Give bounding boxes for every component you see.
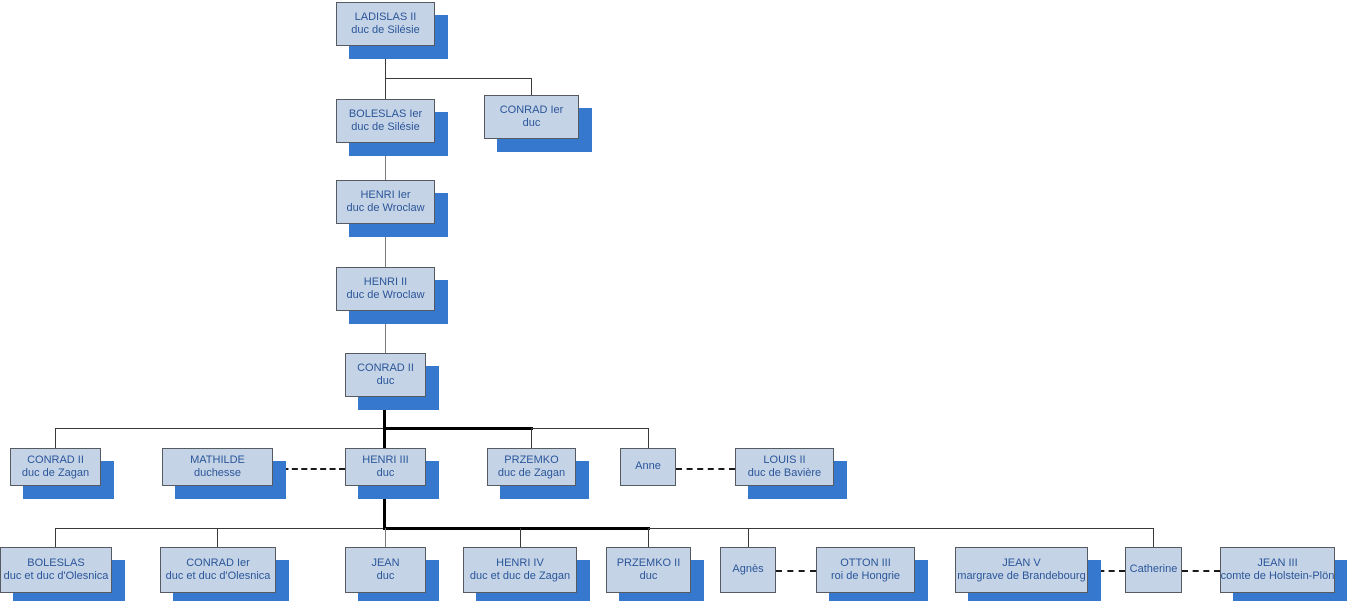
- node-subtitle: duchesse: [193, 467, 242, 479]
- node-subtitle: duc: [639, 570, 658, 582]
- connector-boleslas-ol-drop: [55, 528, 56, 547]
- marriage-link-agnes-otton3: [776, 570, 816, 572]
- node-subtitle: roi de Hongrie: [830, 570, 901, 582]
- connector-henri1-henri2: [385, 224, 386, 267]
- node-title: PRZEMKO II: [616, 556, 681, 569]
- connector-jean-duc-drop: [385, 528, 386, 547]
- connector-agnes-drop: [748, 528, 749, 547]
- connector-ladislas2-bar: [385, 78, 532, 79]
- connector-row3-bar-right: [531, 428, 649, 429]
- connector-henri2-conrad2: [385, 311, 386, 353]
- node-title: CONRAD II: [27, 453, 84, 466]
- node-title: Anne: [635, 460, 661, 473]
- node-title: JEAN: [371, 556, 400, 569]
- node-title: JEAN V: [1002, 556, 1041, 569]
- node-subtitle: margrave de Brandebourg: [957, 570, 1086, 582]
- node-title: OTTON III: [840, 556, 891, 569]
- node-title: JEAN III: [1257, 556, 1298, 569]
- connector-henri4-drop: [520, 528, 521, 547]
- node-subtitle: duc de Wroclaw: [346, 202, 425, 214]
- node-title: HENRI III: [362, 453, 409, 466]
- connector-row3-bar-left: [55, 428, 386, 429]
- connector-przemko-drop: [531, 428, 532, 448]
- node-title: BOLESLAS: [27, 556, 85, 569]
- connector-boleslas1-drop: [385, 78, 386, 99]
- node-title: HENRI II: [363, 275, 408, 288]
- node-title: HENRI Ier: [360, 188, 411, 201]
- node-subtitle: duc de Zagan: [497, 467, 566, 479]
- node-title: CONRAD Ier: [499, 103, 564, 116]
- node-title: HENRI IV: [496, 556, 544, 569]
- node-title: Catherine: [1129, 563, 1178, 576]
- node-subtitle: duc de Bavière: [747, 467, 822, 479]
- node-subtitle: duc de Silésie: [351, 121, 420, 133]
- node-title: Agnès: [732, 563, 764, 576]
- node-subtitle: duc de Zagan: [21, 467, 90, 479]
- connector-conrad1-drop: [531, 78, 532, 95]
- node-subtitle: duc et duc de Zagan: [469, 570, 571, 582]
- connector-henri3-spine: [383, 486, 386, 528]
- node-subtitle: comte de Holstein-Plön: [1220, 570, 1335, 582]
- node-subtitle: duc et duc d'Olesnica: [3, 570, 109, 582]
- node-title: CONRAD Ier: [186, 556, 250, 569]
- node-title: PRZEMKO: [504, 453, 559, 466]
- marriage-link-anne-louis2: [676, 468, 735, 470]
- node-subtitle: duc: [522, 117, 541, 129]
- connector-przemko2-drop: [648, 528, 649, 547]
- marriage-link-jean5-catherine: [1088, 570, 1125, 572]
- node-subtitle: duc et duc d'Olesnica: [165, 570, 271, 582]
- node-subtitle: duc: [376, 570, 395, 582]
- marriage-link-catherine-jean3: [1182, 570, 1220, 572]
- node-title: BOLESLAS Ier: [348, 107, 423, 120]
- connector-conrad1-ol-drop: [217, 528, 218, 547]
- node-agnes[interactable]: Agnès: [720, 547, 776, 593]
- node-anne[interactable]: Anne: [620, 448, 676, 486]
- connector-conrad2-spine: [383, 397, 386, 429]
- connector-catherine-drop: [1153, 528, 1154, 547]
- node-title: MATHILDE: [190, 453, 245, 466]
- connector-row4-bar-left: [55, 528, 386, 529]
- node-subtitle: duc: [376, 467, 395, 479]
- node-subtitle: duc de Silésie: [351, 24, 420, 36]
- connector-row4-bar-mid: [383, 527, 650, 530]
- connector-row3-bar-mid: [383, 427, 533, 430]
- node-subtitle: duc: [376, 375, 395, 387]
- connector-conrad2zagan-drop: [55, 428, 56, 448]
- node-title: CONRAD II: [357, 361, 414, 374]
- connector-row4-bar-right: [648, 528, 1154, 529]
- node-title: LOUIS II: [763, 453, 806, 466]
- node-subtitle: duc de Wroclaw: [346, 289, 425, 301]
- marriage-link-mathilde-henri3: [273, 468, 345, 470]
- connector-boleslas1-henri1: [385, 143, 386, 180]
- node-title: LADISLAS II: [354, 10, 417, 23]
- connector-ladislas2-stem: [385, 46, 386, 78]
- connector-anne-drop: [648, 428, 649, 448]
- connector-henri3-drop: [383, 428, 386, 448]
- node-catherine[interactable]: Catherine: [1125, 547, 1182, 593]
